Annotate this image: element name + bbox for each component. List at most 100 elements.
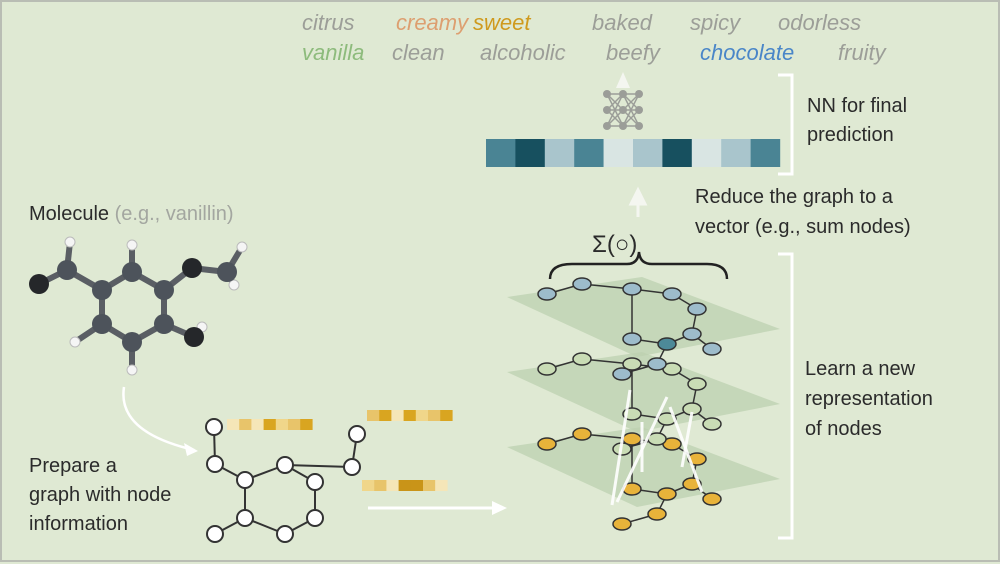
vector-cell — [662, 139, 692, 167]
layer-node — [537, 437, 557, 451]
vector-cell — [691, 139, 722, 167]
layer-node — [612, 367, 632, 381]
graph-node — [348, 425, 366, 443]
carbon-atom — [154, 280, 174, 300]
carbon-atom — [122, 262, 142, 282]
flavor-label: citrus — [302, 10, 355, 35]
layer-node — [622, 282, 642, 296]
flavor-label: spicy — [690, 10, 741, 35]
feature-cell — [275, 419, 289, 430]
layer-node — [572, 352, 592, 366]
message-line — [668, 406, 704, 493]
feature-cell — [263, 419, 276, 430]
feature-cell — [410, 480, 424, 491]
feature-cell — [423, 480, 436, 491]
nn-node — [619, 90, 627, 98]
layer-node — [702, 492, 722, 506]
layer-node — [702, 417, 722, 431]
hydrogen-atom — [126, 239, 138, 251]
layer-node — [537, 362, 557, 376]
graph-layer-plane — [507, 277, 780, 357]
flavor-label: sweet — [473, 10, 531, 35]
vector-cell — [544, 139, 575, 167]
learn-label-line2: representation — [805, 388, 933, 410]
vector-cell — [574, 139, 604, 167]
flavor-label: chocolate — [700, 40, 795, 65]
reduce-label-line1: Reduce the graph to a — [695, 186, 893, 208]
layer-node — [612, 517, 632, 531]
feature-cell — [227, 419, 240, 430]
layer-node — [702, 342, 722, 356]
learn-label-line1: Learn a new — [805, 358, 916, 380]
graph-node — [206, 525, 224, 543]
bracket-nn — [778, 73, 794, 176]
message-line — [680, 411, 694, 468]
feature-cell — [251, 419, 264, 430]
nn-node — [603, 122, 611, 130]
graph-node — [236, 471, 254, 489]
prepare-label-line3: information — [29, 513, 128, 535]
feature-cell — [288, 419, 301, 430]
vector-cell — [633, 139, 663, 167]
vector-cell — [486, 139, 516, 167]
molecule-title-text: Molecule — [29, 203, 110, 225]
hydrogen-atom — [69, 336, 81, 348]
nn-node — [635, 90, 643, 98]
hydrogen-atom — [236, 241, 248, 253]
feature-cell — [239, 419, 252, 430]
graph-node — [205, 418, 223, 436]
sum-brace — [548, 251, 729, 280]
arrow-up-icon — [616, 72, 630, 88]
layer-node — [662, 287, 682, 301]
graph-node — [236, 509, 254, 527]
graph-node — [343, 458, 361, 476]
layer-node — [572, 427, 592, 441]
bracket-learn — [778, 252, 794, 540]
graph-node — [276, 525, 294, 543]
nn-edge — [622, 93, 640, 127]
graph-node — [306, 473, 324, 491]
oxygen-atom — [29, 274, 49, 294]
carbon-atom — [217, 262, 237, 282]
carbon-atom — [154, 314, 174, 334]
flavor-label: fruity — [838, 40, 886, 65]
feature-cell — [398, 480, 411, 491]
oxygen-atom — [184, 327, 204, 347]
feature-cell — [428, 410, 441, 421]
flavor-label: vanilla — [302, 40, 365, 65]
nn-node — [619, 106, 627, 114]
carbon-atom — [92, 314, 112, 334]
feature-cell — [435, 480, 448, 491]
nn-node — [635, 122, 643, 130]
hydrogen-atom — [228, 279, 240, 291]
layer-node — [537, 287, 557, 301]
layer-node — [657, 337, 677, 351]
feature-cell — [362, 480, 375, 491]
flavor-label: alcoholic — [480, 40, 566, 65]
carbon-atom — [122, 332, 142, 352]
graph-layer-plane — [507, 352, 780, 432]
layer-node — [622, 332, 642, 346]
nn-label-line1: NN for final — [807, 95, 908, 117]
nn-label-line2: prediction — [807, 124, 894, 146]
arrow-head-icon — [184, 443, 198, 456]
layer-node — [657, 487, 677, 501]
hydrogen-atom — [64, 236, 76, 248]
graph-edge — [284, 464, 353, 468]
feature-cell — [367, 410, 380, 421]
molecule-title: Molecule (e.g., vanillin) — [29, 200, 234, 229]
nn-node — [603, 106, 611, 114]
layer-node — [572, 277, 592, 291]
feature-cell — [374, 480, 387, 491]
graph-node — [306, 509, 324, 527]
arrow-right-icon — [492, 501, 507, 515]
curved-arrow — [122, 386, 195, 452]
nn-node — [635, 106, 643, 114]
carbon-atom — [92, 280, 112, 300]
feature-cell — [379, 410, 392, 421]
flavor-label: odorless — [778, 10, 862, 35]
flavor-label: beefy — [606, 40, 660, 65]
vector-cell — [515, 139, 545, 167]
